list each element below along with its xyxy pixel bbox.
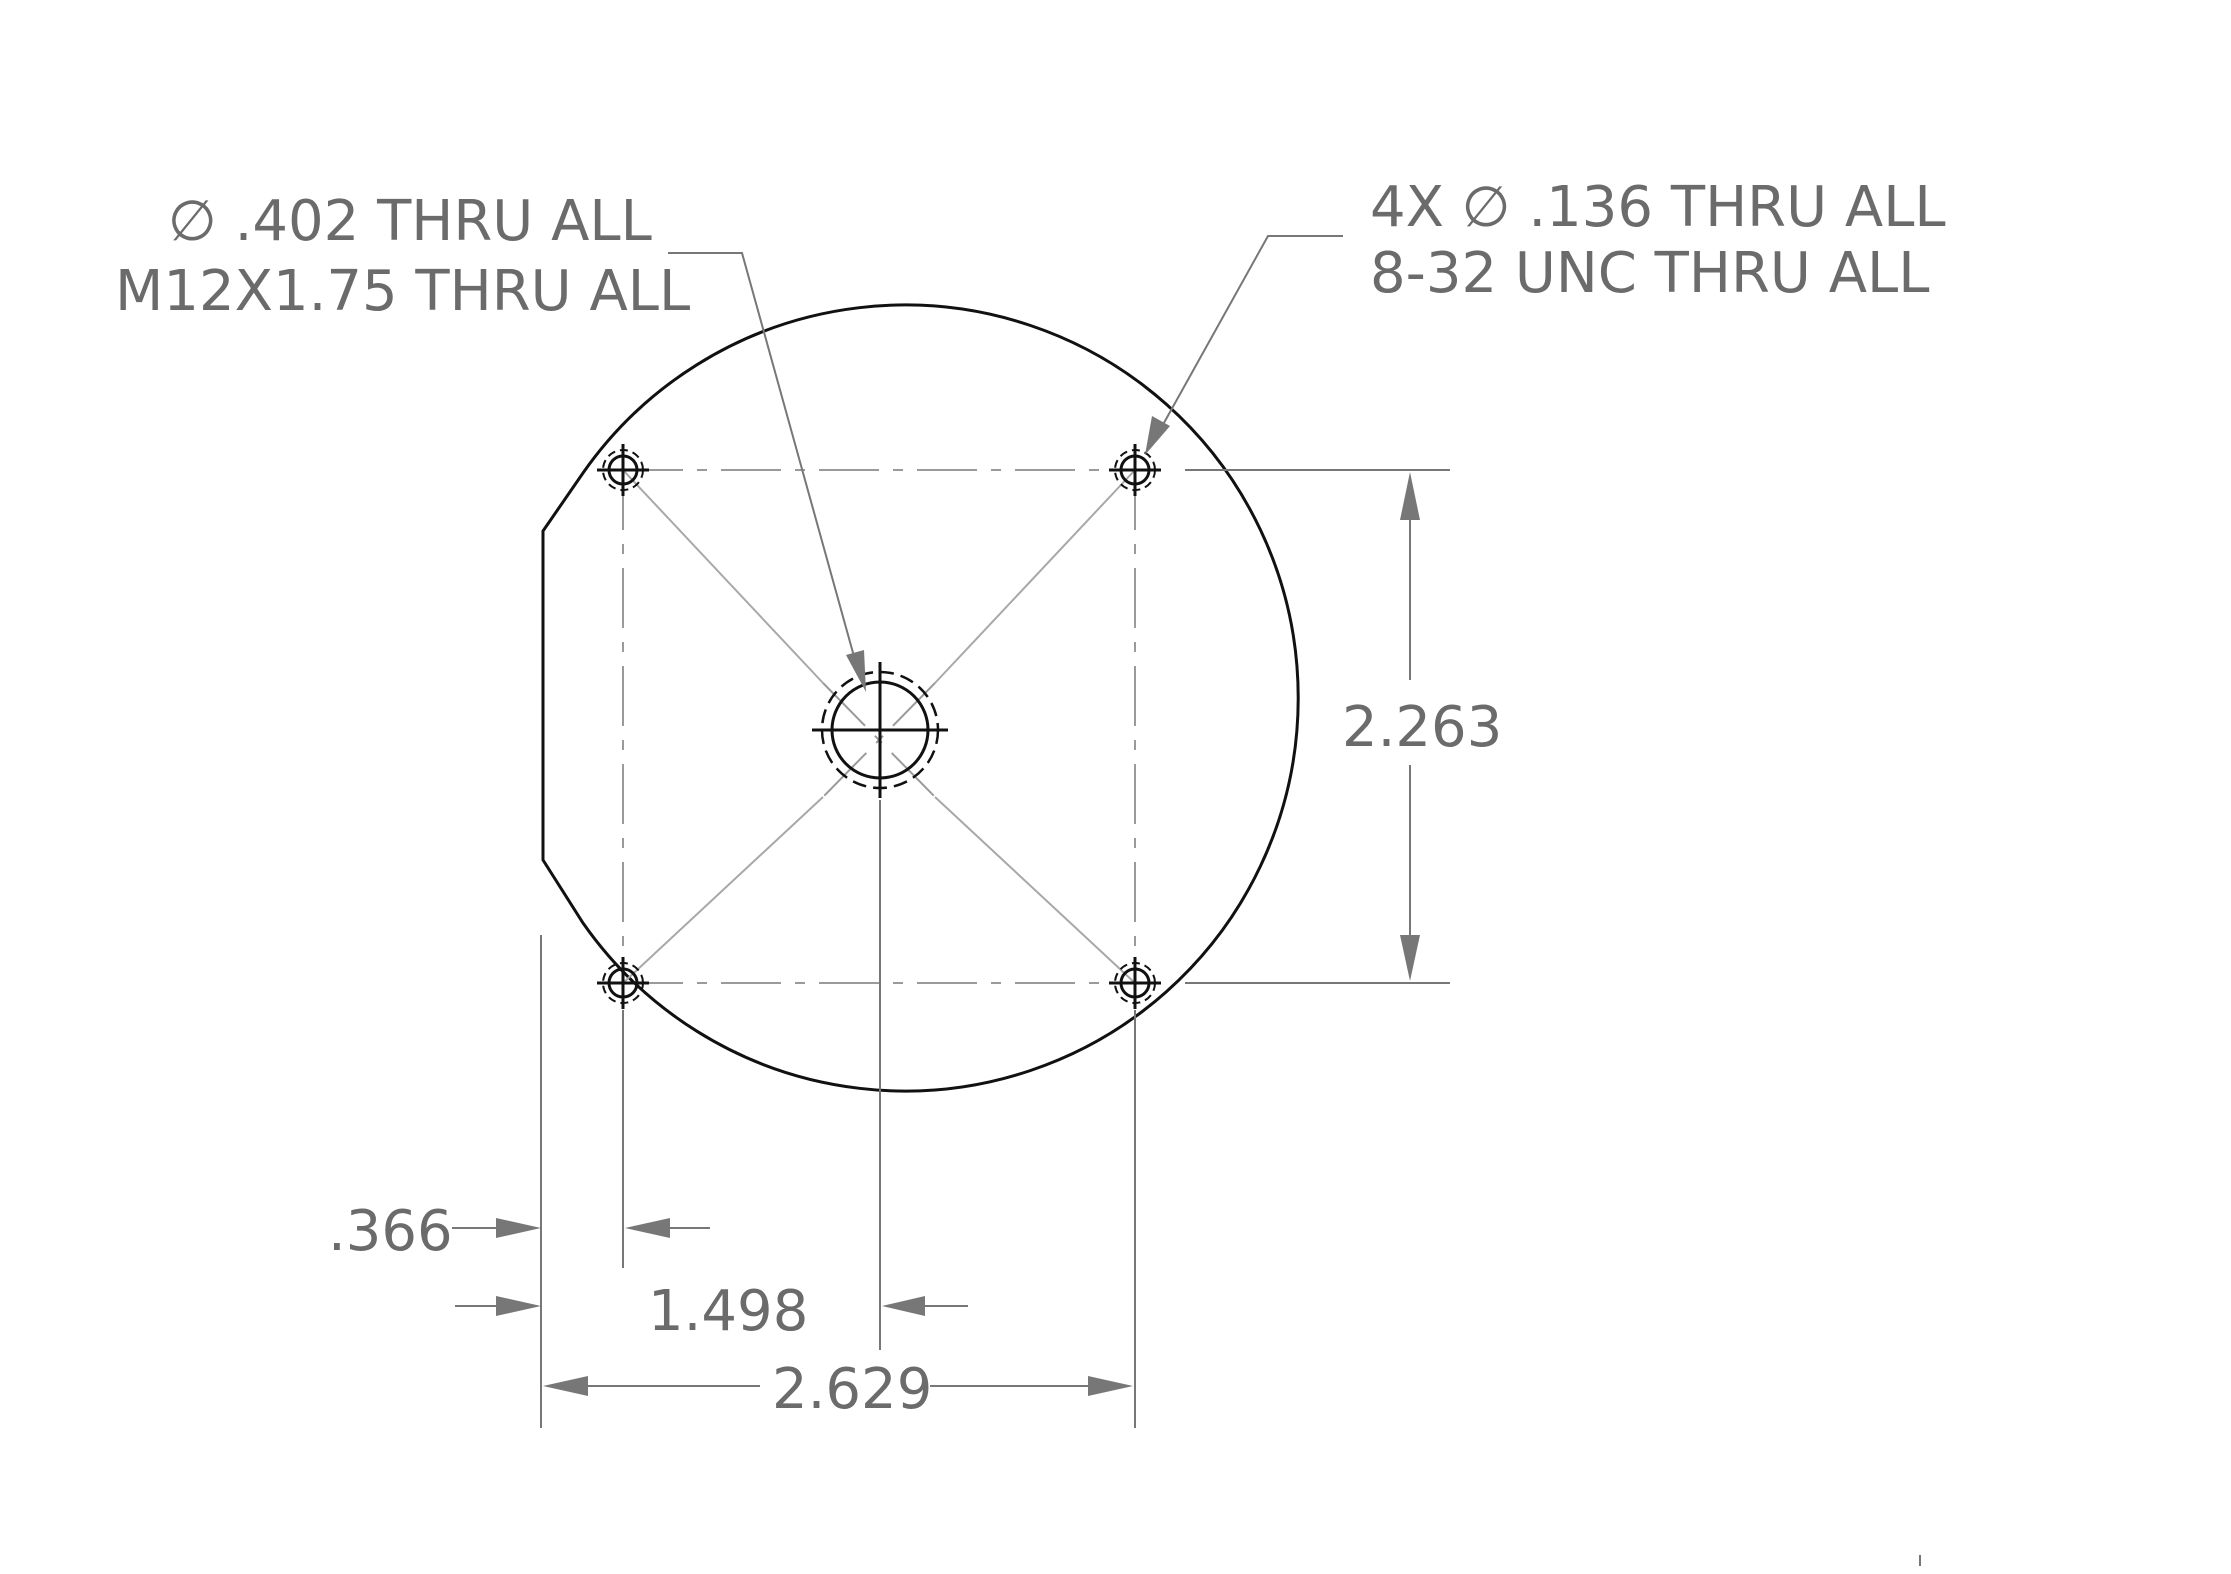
part-outline	[541, 303, 1300, 1093]
bolt-hole-top-left	[597, 444, 649, 496]
dimension-1498-arrows	[455, 1296, 968, 1316]
dimension-2629-line	[543, 1376, 1133, 1396]
flat-to-center-dimension-value: 1.498	[648, 1279, 808, 1344]
horizontal-extension-lines	[540, 800, 1136, 1428]
bolt-hole-leader	[1145, 235, 1343, 455]
bolt-hole-bottom-left	[597, 957, 649, 1009]
bolt-hole-bottom-right	[1109, 957, 1161, 1009]
flat-to-hole-dimension-value: .366	[328, 1199, 453, 1264]
center-hole-diameter-callout: ∅ .402 THRU ALL	[168, 189, 652, 254]
center-hole-thread-callout: M12X1.75 THRU ALL	[115, 259, 690, 324]
vertical-dimension	[1185, 469, 1450, 984]
bolt-holes-diameter-callout: 4X ∅ .136 THRU ALL	[1370, 175, 1946, 240]
bolt-holes-thread-callout: 8-32 UNC THRU ALL	[1370, 241, 1929, 306]
bolt-pattern-centerlines	[622, 469, 1140, 984]
diagonal-construction-lines	[622, 469, 1136, 984]
bolt-hole-top-right	[1109, 444, 1161, 496]
center-hole-leader	[668, 252, 866, 692]
center-tapped-hole	[812, 662, 948, 798]
dimension-366-arrows	[452, 1218, 710, 1238]
vertical-dimension-value: 2.263	[1342, 695, 1502, 760]
overall-hole-dimension-value: 2.629	[772, 1357, 932, 1422]
